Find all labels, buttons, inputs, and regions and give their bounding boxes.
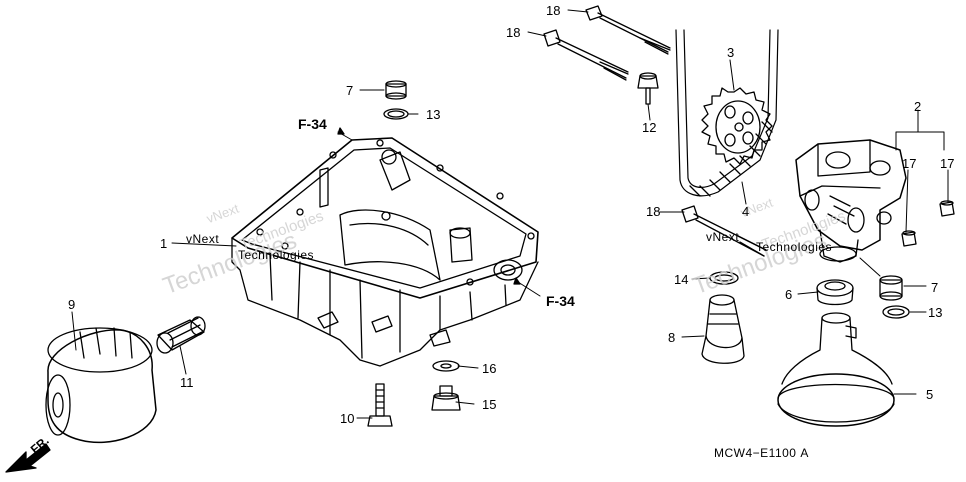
collar-and-oring-left	[383, 80, 409, 120]
diagram-code: MCW4−E1100 A	[714, 446, 809, 460]
callout-11: 11	[180, 375, 194, 390]
oil-pump-sprocket	[701, 87, 773, 165]
callout-5: 5	[926, 387, 934, 402]
oil-filter-nipple	[156, 316, 206, 354]
callout-1: 1	[160, 236, 168, 251]
callout-12: 12	[642, 120, 657, 135]
overlay-technologies-right: Technologies	[756, 240, 833, 254]
oil-filter	[45, 327, 157, 444]
callout-18-lower: 18	[646, 204, 661, 219]
oil-pump	[795, 139, 907, 263]
oil-pan	[231, 137, 539, 367]
leader-lines	[71, 9, 949, 419]
overlay-technologies-left: Technologies	[238, 248, 315, 262]
callout-17-right: 17	[940, 156, 955, 171]
callout-9: 9	[68, 297, 76, 312]
relief-valve	[701, 294, 745, 364]
callout-3: 3	[727, 45, 735, 60]
overlay-vnext-left: vNext	[186, 232, 220, 246]
flange-bolt-12	[637, 72, 659, 105]
dowel-pins	[901, 200, 955, 247]
callout-15: 15	[482, 397, 497, 412]
callout-18-middle: 18	[506, 25, 521, 40]
overlay-vnext-right: vNext	[706, 230, 740, 244]
callout-17-left: 17	[902, 156, 917, 171]
callout-4: 4	[742, 204, 750, 219]
callout-2: 2	[914, 99, 922, 114]
callout-13-right: 13	[928, 305, 943, 320]
callout-16: 16	[482, 361, 497, 376]
callout-14: 14	[674, 272, 689, 287]
collar-and-oring-right	[879, 275, 910, 319]
callout-8: 8	[668, 330, 676, 345]
callout-6: 6	[785, 287, 793, 302]
callout-7-left: 7	[346, 83, 354, 98]
front-arrow-icon	[5, 443, 51, 473]
oil-strainer	[777, 312, 895, 427]
joint-pipe-6	[816, 279, 854, 306]
ref-f34-right: F-34	[546, 293, 575, 309]
callout-18-top: 18	[546, 3, 561, 18]
callout-13-left: 13	[426, 107, 441, 122]
oil-pump-chain	[675, 29, 779, 197]
drain-bolt-group	[367, 360, 461, 427]
callout-10: 10	[340, 411, 355, 426]
callout-7-right: 7	[931, 280, 939, 295]
ref-f34-top: F-34	[298, 116, 327, 132]
long-bolts	[543, 5, 767, 257]
reference-arrows	[337, 127, 541, 297]
